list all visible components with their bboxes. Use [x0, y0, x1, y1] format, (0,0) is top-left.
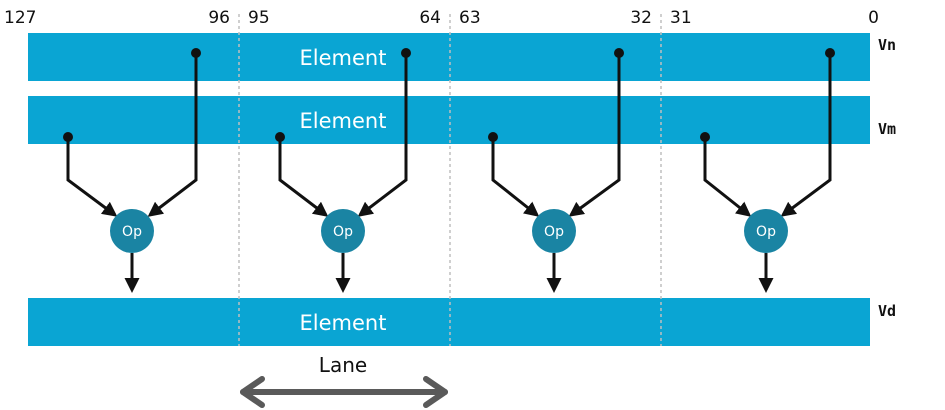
register-vn-bar: [28, 33, 870, 81]
bit-label-0: 0: [868, 8, 879, 28]
op-circle: [110, 209, 154, 253]
vn-input-arrow: [568, 53, 621, 217]
op-label: Op: [756, 224, 776, 240]
op-circle: [532, 209, 576, 253]
bit-label-127: 127: [4, 8, 36, 28]
op-circle: [744, 209, 788, 253]
op-label: Op: [333, 224, 353, 240]
vm-input-arrow: [491, 137, 540, 217]
lane-dividers: [238, 14, 662, 346]
vd-element-label: Element: [300, 311, 387, 335]
vm-input-arrow: [278, 137, 329, 217]
op-label: Op: [544, 224, 564, 240]
bit-label-63: 63: [459, 8, 481, 28]
lane-3: [488, 48, 624, 293]
bit-label-95: 95: [248, 8, 270, 28]
vn-input-arrow: [780, 53, 832, 217]
bit-label-96: 96: [208, 8, 230, 28]
lane-label: Lane: [319, 353, 367, 377]
register-vn-name: Vn: [878, 36, 896, 54]
lane-4: [700, 48, 835, 293]
op-circle: [321, 209, 365, 253]
register-vm-name: Vm: [878, 120, 896, 138]
bit-label-64: 64: [419, 8, 441, 28]
vn-element-label: Element: [300, 46, 387, 70]
bit-label-31: 31: [670, 8, 692, 28]
vm-input-arrow: [66, 137, 118, 217]
vm-element-label: Element: [300, 109, 387, 133]
vm-input-arrow: [703, 137, 752, 217]
register-vd-bar: [28, 298, 870, 346]
lane-2: [275, 48, 411, 293]
register-vd-name: Vd: [878, 302, 896, 320]
vn-input-arrow: [357, 53, 408, 217]
vn-input-arrow: [147, 53, 198, 217]
op-label: Op: [122, 224, 142, 240]
bit-label-32: 32: [630, 8, 652, 28]
register-vm-bar: [28, 96, 870, 144]
lane-1: [63, 48, 201, 293]
lane-width-arrow: [240, 376, 448, 408]
